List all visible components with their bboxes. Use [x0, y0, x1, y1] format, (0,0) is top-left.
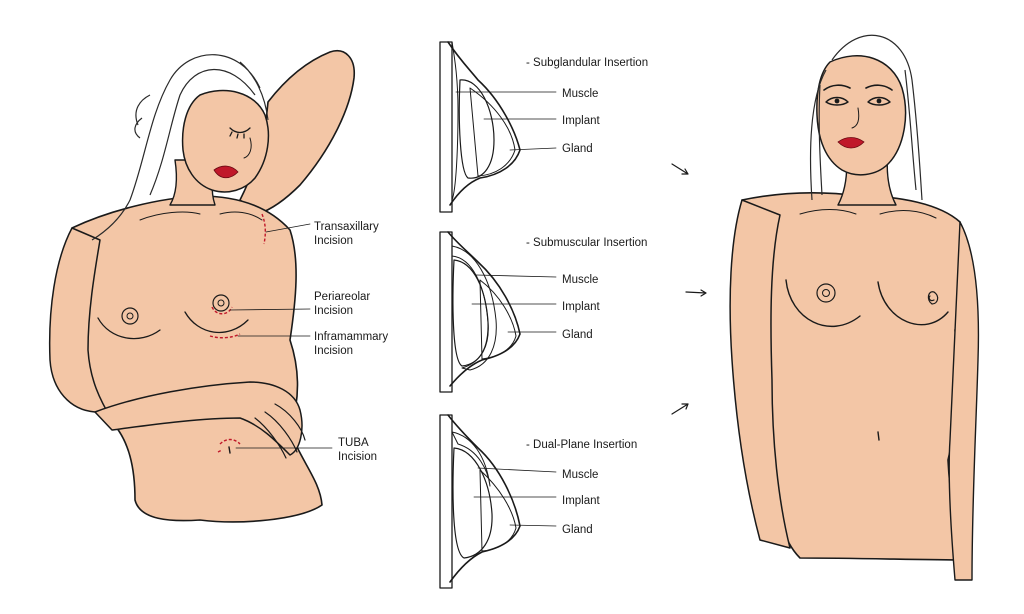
pupil — [834, 98, 840, 104]
right-nipple — [217, 299, 225, 307]
gland — [479, 279, 517, 360]
insertion-title: - Dual-Plane Insertion — [526, 439, 637, 451]
navel — [228, 446, 231, 454]
head — [816, 55, 907, 176]
transaxillary-leader — [265, 223, 311, 233]
left-nipple — [126, 312, 134, 320]
skin-outline — [447, 231, 521, 387]
subglandular-section: - Subglandular Insertion Muscle Implant … — [439, 41, 648, 213]
eye-icon — [825, 96, 891, 106]
eyebrows — [823, 84, 893, 91]
chest-wall — [439, 41, 453, 213]
hair — [91, 54, 269, 241]
chest-wall — [439, 231, 453, 393]
arrow-icon — [671, 403, 689, 415]
collarbone — [799, 209, 937, 219]
gland-label: Gland — [562, 524, 593, 536]
periareolar-leader — [229, 308, 311, 311]
implant — [452, 447, 493, 559]
skin-outline — [447, 41, 521, 206]
right-breast-line — [184, 311, 249, 334]
insertion-title: - Submuscular Insertion — [526, 237, 647, 249]
left-areola — [816, 283, 836, 303]
muscle-label: Muscle — [562, 274, 598, 286]
periareolar-incision — [211, 306, 233, 315]
hair — [809, 34, 923, 201]
gland-label: Gland — [562, 329, 593, 341]
muscle-label: Muscle — [562, 88, 598, 100]
inframammary-label: Inframammary Incision — [314, 331, 391, 357]
inframammary-incision — [209, 333, 241, 339]
tuba-label: TUBA Incision — [338, 437, 377, 463]
implant-label: Implant — [562, 301, 601, 313]
arrow-icon — [685, 289, 707, 297]
left-nipple — [822, 289, 830, 297]
gland-label: Gland — [562, 143, 593, 155]
implant — [458, 79, 495, 179]
periareolar-label: Periareolar Incision — [314, 291, 373, 317]
right-areola — [212, 294, 230, 312]
left-arm — [729, 199, 791, 549]
left-breast-line — [97, 317, 161, 340]
right-breast-line — [877, 281, 949, 326]
closed-eye-icon — [229, 127, 251, 139]
transaxillary-incision — [261, 213, 267, 245]
left-areola — [121, 307, 139, 325]
before-figure: Transaxillary Incision Periareolar Incis… — [48, 50, 391, 523]
muscle-layer — [451, 41, 459, 201]
implant-label: Implant — [562, 495, 601, 507]
tuba-incision — [217, 438, 241, 453]
right-areola — [927, 291, 939, 305]
navel — [877, 431, 880, 441]
nose — [243, 137, 252, 159]
implant — [452, 259, 489, 367]
muscle-layer — [451, 245, 497, 371]
head — [181, 89, 270, 193]
submuscular-section: - Submuscular Insertion Muscle Implant G… — [439, 231, 647, 393]
muscle-layer — [451, 431, 491, 487]
muscle-label: Muscle — [562, 469, 598, 481]
gland — [479, 469, 517, 552]
gland — [469, 87, 516, 177]
implant-label: Implant — [562, 115, 601, 127]
skin-outline — [447, 414, 521, 583]
transaxillary-label: Transaxillary Incision — [314, 221, 382, 247]
lips — [837, 137, 865, 149]
arrow-icon — [671, 163, 689, 175]
right-hip — [948, 221, 980, 581]
collarbone — [139, 211, 263, 221]
left-breast-line — [785, 279, 861, 327]
pupil — [876, 98, 882, 104]
chest-wall — [439, 414, 453, 589]
insertion-title: - Subglandular Insertion — [526, 57, 648, 69]
nose — [851, 107, 860, 129]
forearm — [94, 381, 303, 456]
dual-plane-section: - Dual-Plane Insertion Muscle Implant Gl… — [439, 414, 637, 589]
fingers — [254, 403, 306, 459]
after-figure — [729, 34, 980, 581]
lips — [213, 165, 239, 179]
